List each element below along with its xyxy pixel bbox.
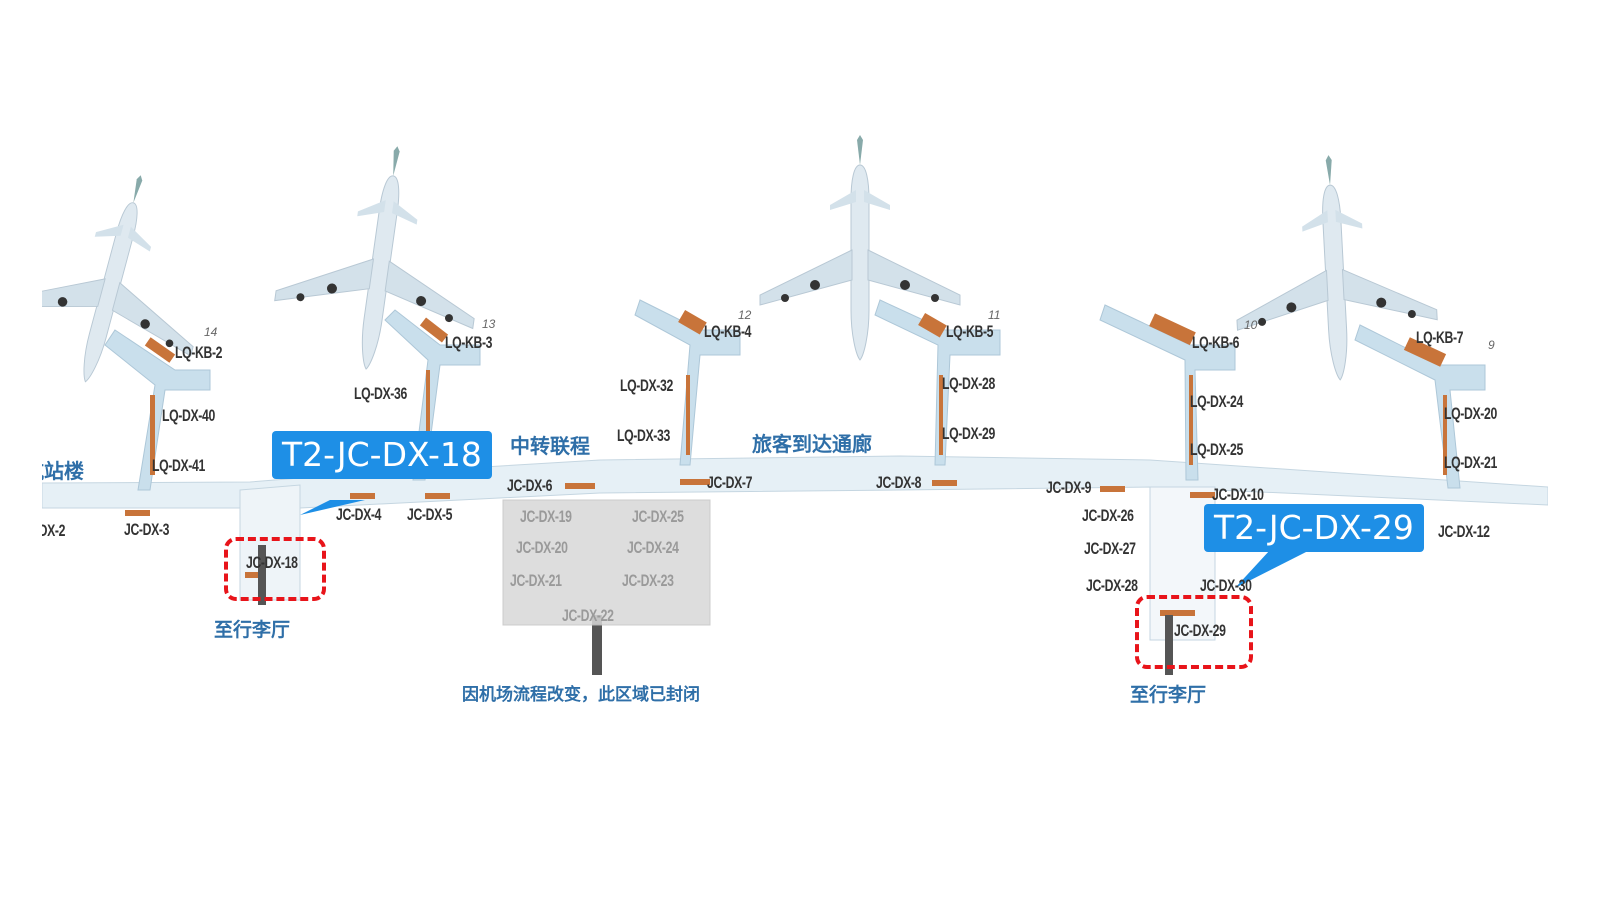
closed-escalator-label: JC-DX-20 (516, 538, 568, 557)
escalator-label: LQ-DX-21 (1444, 453, 1497, 472)
gate-number: 9 (1488, 338, 1495, 352)
closed-area-notice: 因机场流程改变，此区域已封闭 (462, 685, 700, 705)
airport-map: 航站楼 中转联程 旅客到达通廊 至行李厅 至行李厅 因机场流程改变，此区域已封闭… (42, 0, 1548, 900)
callout-t2-jc-dx-18[interactable]: T2-JC-DX-18 (272, 431, 492, 479)
escalator-label: JC-DX-8 (876, 473, 922, 492)
bridge-label: LQ-KB-4 (704, 322, 752, 341)
gate-number: 14 (204, 325, 218, 339)
escalator-label: JC-DX-7 (707, 473, 753, 492)
gate-number: 10 (1244, 318, 1258, 332)
closed-escalator-label: JC-DX-22 (562, 606, 614, 625)
stair-icon (1165, 615, 1173, 675)
closed-escalator-label: JC-DX-25 (632, 507, 684, 526)
escalator-label: LQ-DX-20 (1444, 404, 1497, 423)
escalator-label: LQ-DX-29 (942, 424, 995, 443)
escalator-label: JC-DX-4 (336, 505, 382, 524)
highlight-box-jc-dx-29[interactable] (1135, 595, 1253, 669)
terminal-diagram (42, 131, 1548, 675)
baggage-hall-label: 至行李厅 (214, 619, 291, 641)
callout-t2-jc-dx-29[interactable]: T2-JC-DX-29 (1204, 504, 1424, 552)
escalator-label: JC-DX-28 (1086, 576, 1138, 595)
main-corridor (42, 455, 1548, 641)
escalator-label: JC-DX-12 (1438, 522, 1490, 541)
escalator-label: JC-DX-27 (1084, 539, 1136, 558)
bridge-label: LQ-KB-3 (445, 333, 493, 352)
escalator-label: JC-DX-9 (1046, 478, 1092, 497)
gate-number: 12 (738, 308, 752, 322)
escalator-label: LQ-DX-40 (162, 406, 215, 425)
escalator-label: LQ-DX-36 (354, 384, 407, 403)
closed-escalator-label: JC-DX-19 (520, 507, 572, 526)
closed-escalator-label: JC-DX-21 (510, 571, 562, 590)
escalator-label: JC-DX-6 (507, 476, 553, 495)
escalator-label: JC-DX-26 (1082, 506, 1134, 525)
bridge-label: LQ-KB-2 (175, 343, 223, 362)
bridge-label: LQ-KB-5 (946, 322, 994, 341)
escalator-label: LQ-DX-32 (620, 376, 673, 395)
highlight-box-jc-dx-18[interactable] (224, 537, 326, 601)
baggage-hall-label: 至行李厅 (1130, 684, 1207, 706)
stair-icon (258, 545, 266, 605)
escalator-markers (125, 309, 1447, 616)
escalator-label: LQ-DX-28 (942, 374, 995, 393)
escalator-label: LQ-DX-25 (1190, 440, 1243, 459)
closed-escalator-label: JC-DX-24 (627, 538, 679, 557)
escalator-label: JC-DX-2 (42, 521, 66, 540)
gate-number: 13 (482, 317, 496, 331)
bridge-label: LQ-KB-6 (1192, 333, 1240, 352)
gate-number: 11 (988, 308, 1001, 322)
escalator-label: JC-DX-30 (1200, 576, 1252, 595)
escalator-label: JC-DX-3 (124, 520, 170, 539)
stair-icon (592, 615, 602, 675)
boarding-bridges (104, 299, 1486, 491)
escalator-label: LQ-DX-24 (1190, 392, 1243, 411)
escalator-label: JC-DX-5 (407, 505, 453, 524)
escalator-label: JC-DX-10 (1212, 485, 1264, 504)
bridge-label: LQ-KB-7 (1416, 328, 1464, 347)
escalator-label: JC-DX-29 (1174, 621, 1226, 640)
transfer-label: 中转联程 (510, 434, 590, 458)
arrival-corridor-label: 旅客到达通廊 (752, 432, 872, 456)
terminal-label: 航站楼 (42, 459, 84, 483)
escalator-label: LQ-DX-41 (152, 456, 205, 475)
escalator-label: LQ-DX-33 (617, 426, 670, 445)
closed-escalator-label: JC-DX-23 (622, 571, 674, 590)
closed-area (502, 499, 711, 626)
escalator-label: JC-DX-18 (246, 553, 298, 572)
